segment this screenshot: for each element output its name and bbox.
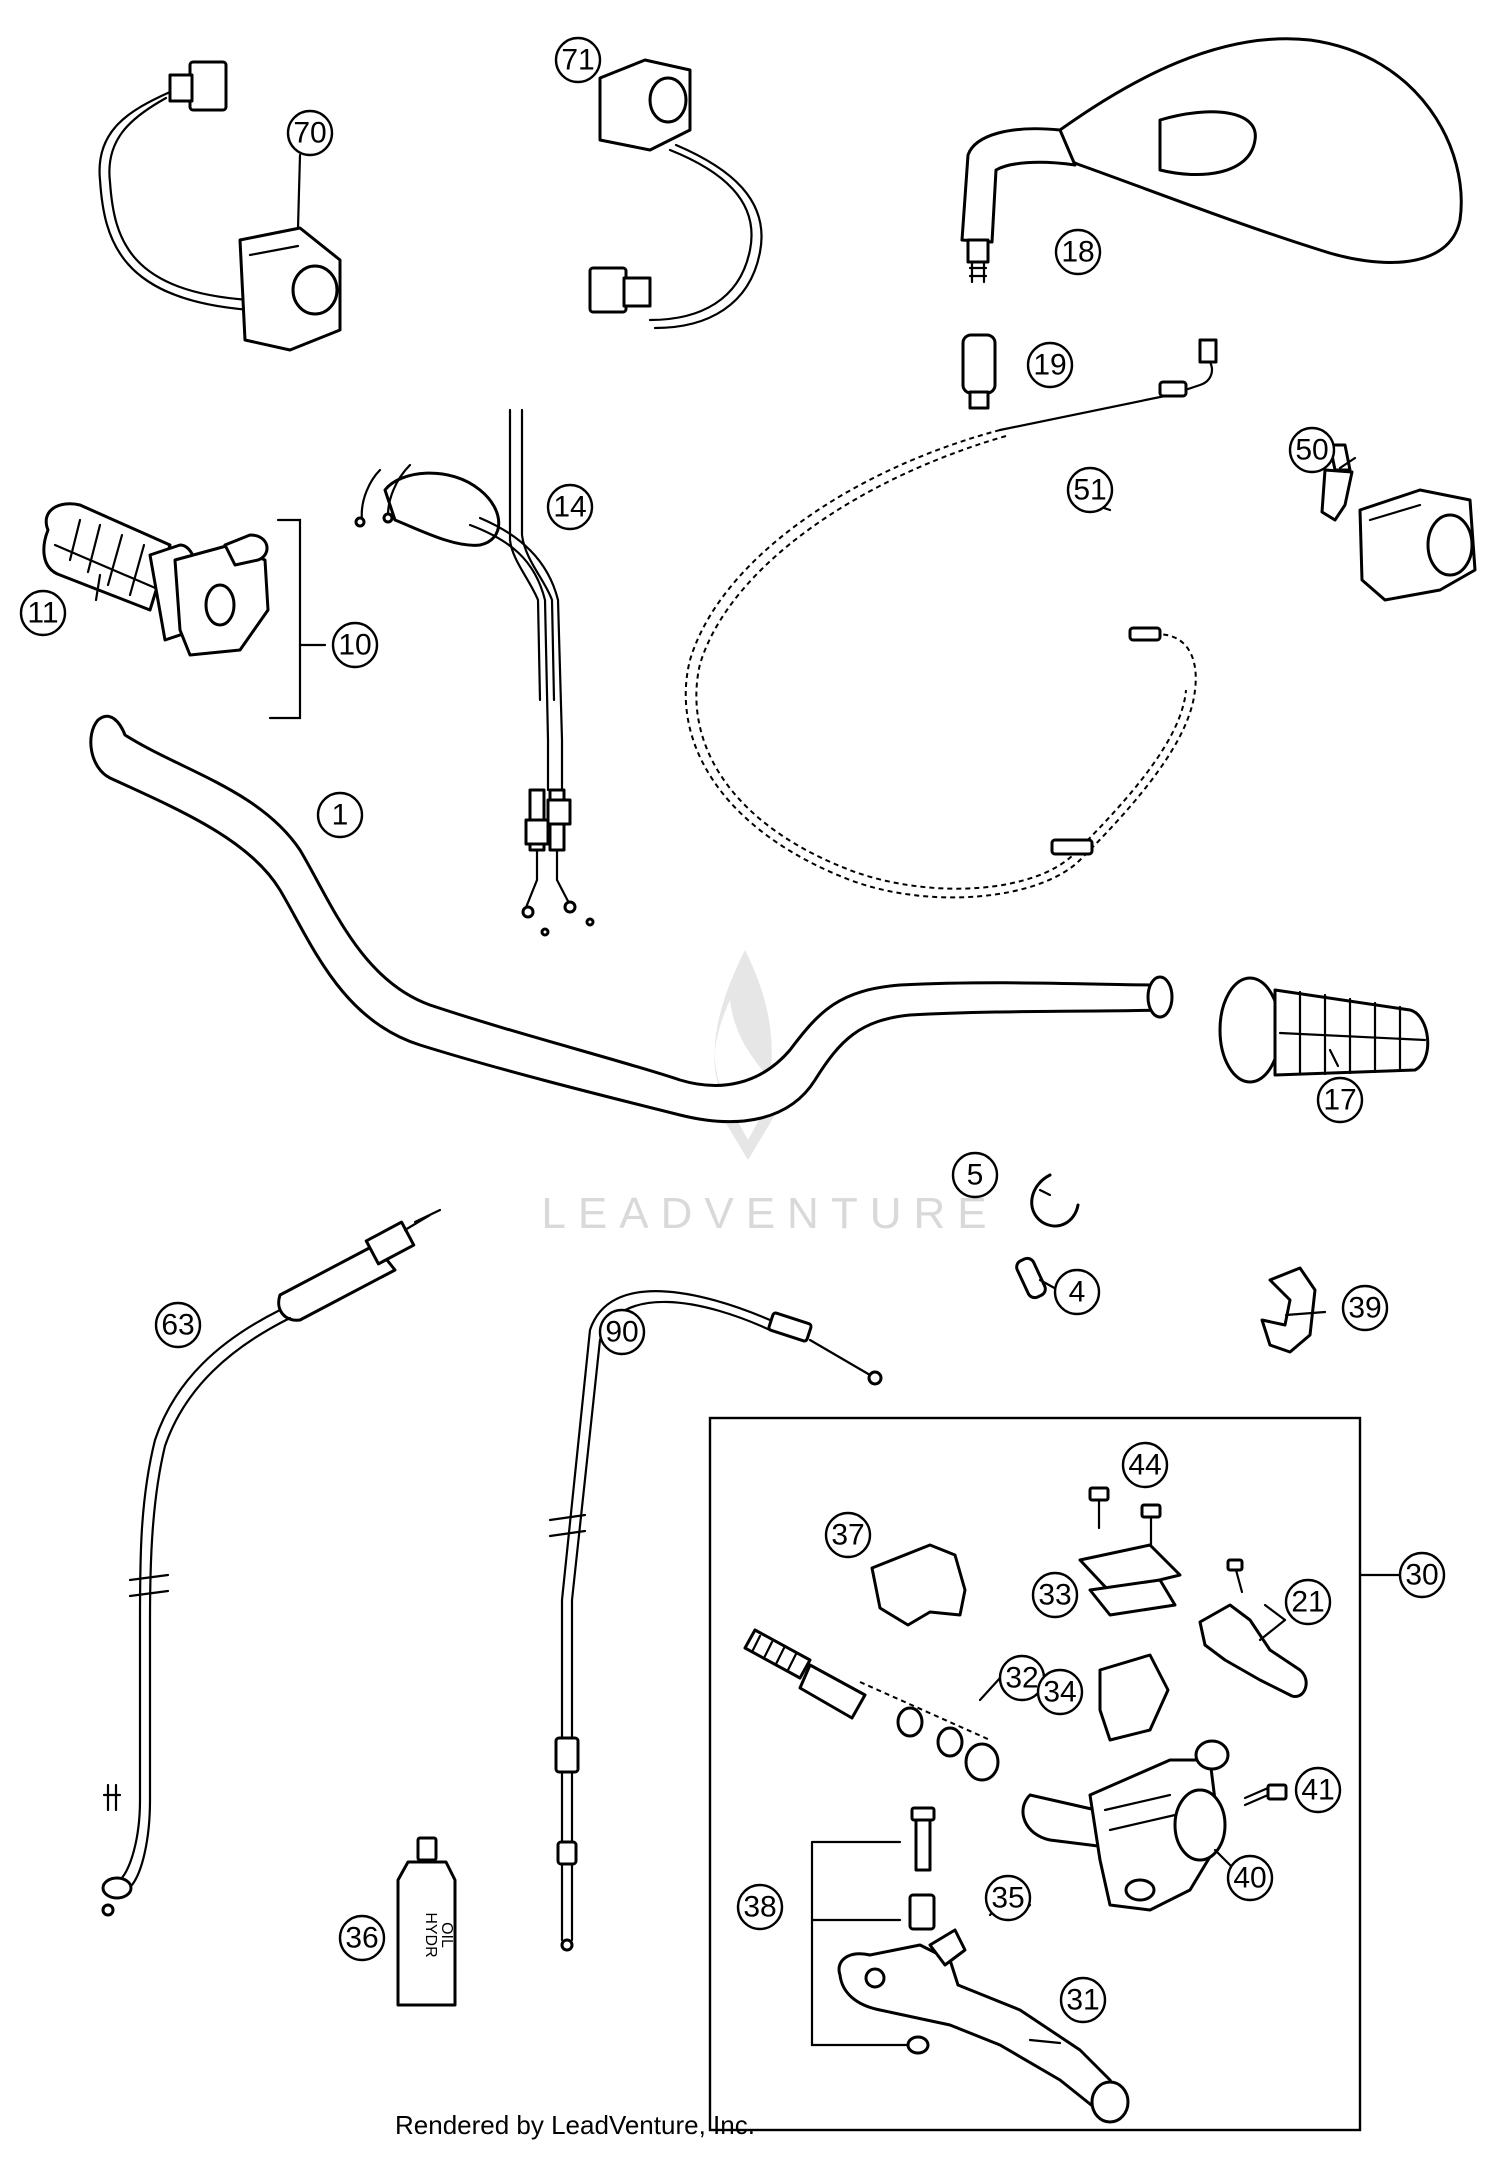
callout-63: 63 [154, 1301, 202, 1349]
choke-cable [684, 338, 1218, 899]
callout-10: 10 [331, 621, 379, 669]
callout-34: 34 [1036, 1668, 1084, 1716]
svg-text:31: 31 [1066, 1984, 1099, 2017]
callout-5: 5 [951, 1151, 999, 1199]
callout-51: 51 [1066, 466, 1114, 514]
svg-text:41: 41 [1301, 1774, 1334, 1807]
callout-17: 17 [1316, 1076, 1364, 1124]
left-handlebar-switch [98, 60, 342, 352]
callout-31: 31 [1059, 1976, 1107, 2024]
mirror [960, 37, 1463, 284]
svg-text:19: 19 [1033, 349, 1066, 382]
svg-text:39: 39 [1348, 1292, 1381, 1325]
svg-text:33: 33 [1038, 1579, 1071, 1612]
svg-text:17: 17 [1323, 1084, 1356, 1117]
svg-text:32: 32 [1005, 1662, 1038, 1695]
footer-credit: Rendered by LeadVenture, Inc. [395, 2110, 755, 2140]
callout-1: 1 [316, 791, 364, 839]
throttle-cable [354, 408, 595, 937]
watermark-logo [712, 950, 784, 1160]
callout-30: 30 [1398, 1551, 1446, 1599]
circlip [1030, 1173, 1080, 1228]
callout-90: 90 [598, 1308, 646, 1356]
svg-text:18: 18 [1061, 236, 1094, 269]
svg-text:30: 30 [1405, 1559, 1438, 1592]
watermark-brand: LEADVENTURE [541, 1189, 998, 1238]
piston-kit [743, 1628, 1000, 1782]
callout-18: 18 [1054, 228, 1102, 276]
svg-text:50: 50 [1295, 434, 1328, 467]
handlebar-end [1146, 975, 1174, 1019]
callout-32: 32 [998, 1654, 1046, 1702]
speedometer-cable [101, 1208, 442, 1917]
adjuster-lever [1198, 1558, 1308, 1698]
bottle-label-line2: OIL [438, 1922, 455, 1948]
handlebar [89, 714, 1162, 1124]
clamp [1260, 1266, 1317, 1354]
svg-text:10: 10 [338, 629, 371, 662]
svg-text:90: 90 [605, 1316, 638, 1349]
svg-text:37: 37 [831, 1519, 864, 1552]
reservoir-cover [1078, 1543, 1182, 1617]
callout-35: 35 [984, 1874, 1032, 1922]
callout-39: 39 [1341, 1284, 1389, 1332]
callout-14: 14 [546, 483, 594, 531]
callout-70: 70 [286, 109, 334, 157]
svg-text:1: 1 [332, 799, 349, 832]
diaphragm [1098, 1653, 1170, 1742]
callout-41: 41 [1294, 1766, 1342, 1814]
right-handlebar-switch [588, 58, 763, 330]
callout-50: 50 [1288, 426, 1336, 474]
callout-44: 44 [1121, 1441, 1169, 1489]
callout-37: 37 [824, 1511, 872, 1559]
svg-text:35: 35 [991, 1882, 1024, 1915]
callout-4: 4 [1053, 1268, 1101, 1316]
bolt [1243, 1783, 1288, 1807]
svg-text:44: 44 [1128, 1449, 1161, 1482]
master-cylinder-housing [1021, 1739, 1230, 1912]
svg-text:5: 5 [967, 1159, 984, 1192]
callout-33: 33 [1031, 1571, 1079, 1619]
hydraulic-oil-bottle: HYDR OIL [396, 1836, 457, 2007]
right-grip [1218, 976, 1430, 1084]
left-grip [42, 502, 270, 657]
screws [1088, 1486, 1162, 1547]
brake-lever [837, 1928, 1130, 2124]
svg-text:38: 38 [743, 1891, 776, 1924]
svg-text:11: 11 [27, 597, 58, 630]
bottle-label-line1: HYDR [422, 1912, 439, 1957]
callout-36: 36 [338, 1914, 386, 1962]
choke-lever-assembly [1320, 443, 1477, 602]
clamp-half [870, 1543, 967, 1627]
throttle-assembly-bracket [268, 518, 302, 720]
svg-text:51: 51 [1073, 474, 1106, 507]
svg-text:34: 34 [1043, 1676, 1076, 1709]
svg-text:40: 40 [1233, 1862, 1266, 1895]
svg-text:14: 14 [553, 491, 586, 524]
mirror-adapter [961, 333, 997, 410]
pivot-kit [810, 1806, 936, 2055]
master-cylinder-assembly-box [708, 1416, 1362, 2132]
callout-71: 71 [554, 36, 602, 84]
callout-38: 38 [736, 1883, 784, 1931]
clutch-cable [548, 1290, 883, 1952]
svg-text:63: 63 [161, 1309, 194, 1342]
pin [1015, 1256, 1047, 1300]
callout-40: 40 [1226, 1854, 1274, 1902]
callout-19: 19 [1026, 341, 1074, 389]
svg-text:71: 71 [561, 44, 594, 77]
svg-text:21: 21 [1291, 1586, 1324, 1619]
svg-text:4: 4 [1069, 1276, 1086, 1309]
svg-text:70: 70 [293, 117, 326, 150]
callout-11: 11 [19, 589, 67, 637]
callout-21: 21 [1284, 1578, 1332, 1626]
svg-text:36: 36 [345, 1922, 378, 1955]
